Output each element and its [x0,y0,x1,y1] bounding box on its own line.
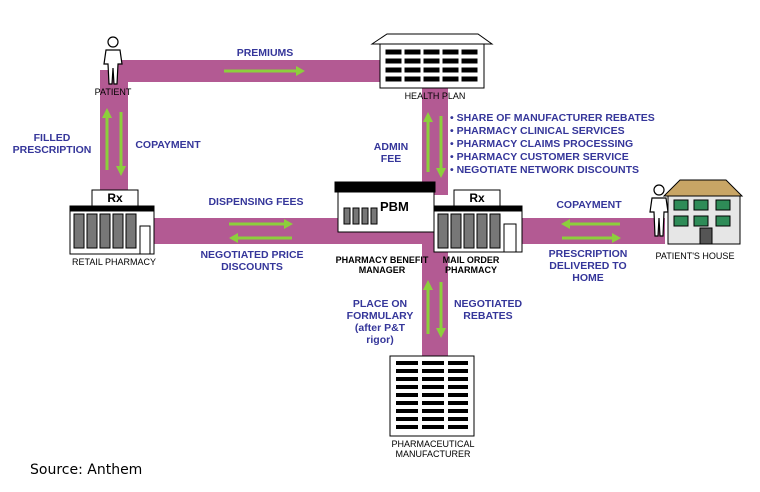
negotiated-price-discounts-label: NEGOTIATED PRICE DISCOUNTS [200,249,304,273]
negotiated-rebates-label: NEGOTIATED REBATES [453,298,523,322]
pbm-services-list: SHARE OF MANUFACTURER REBATES PHARMACY C… [450,112,655,177]
mail-order-label: MAIL ORDER PHARMACY [442,255,500,275]
arrow-copayment-right [561,219,620,229]
arrow-pbm-mfr-up [423,280,433,334]
arrow-patient-retail-down [116,112,126,176]
arrow-delivered [562,233,621,243]
manufacturer-label: PHARMACEUTICAL MANUFACTURER [391,439,475,459]
list-item: PHARMACY CLAIMS PROCESSING [450,138,655,151]
pipe-patient-retail [100,70,128,195]
mail-order-rx-sign: Rx [469,191,485,205]
arrow-healthplan-pbm-down [436,116,446,178]
pipe-healthplan-pbm [422,70,448,195]
health-plan-building-icon [370,33,494,89]
list-item: PHARMACY CLINICAL SERVICES [450,125,655,138]
list-item: PHARMACY CUSTOMER SERVICE [450,151,655,164]
copayment-right-label: COPAYMENT [556,199,622,211]
arrow-patient-retail-up [102,108,112,170]
premiums-label: PREMIUMS [236,47,294,59]
patient-figure-icon [103,36,123,85]
pbm-sign: PBM [380,199,409,214]
patients-house-label: PATIENT'S HOUSE [655,251,735,261]
prescription-delivered-label: PRESCRIPTION DELIVERED TO HOME [548,248,628,284]
pbm-building-icon [334,181,436,233]
retail-rx-sign: Rx [107,191,123,205]
mail-order-pharmacy-building-icon [433,189,523,253]
health-plan-label: HEALTH PLAN [404,91,466,101]
arrow-negotiated-price [229,233,292,243]
copayment-left-label: COPAYMENT [135,139,201,151]
flow-arrows [102,66,621,338]
pbm-label: PHARMACY BENEFIT MANAGER [335,255,429,275]
pipe-pbm-manufacturer [422,240,448,360]
filled-prescription-label: FILLED PRESCRIPTION [12,132,92,156]
admin-fee-label: ADMIN FEE [373,141,409,165]
place-on-formulary-label: PLACE ON FORMULARY (after P&T rigor) [346,298,414,346]
retail-pharmacy-building-icon [69,189,155,255]
manufacturer-building-icon [389,355,475,437]
arrow-dispensing-fees [229,219,293,229]
dispensing-fees-label: DISPENSING FEES [208,196,304,208]
retail-pharmacy-label: RETAIL PHARMACY [71,257,156,267]
arrow-pbm-mfr-down [436,282,446,338]
source-caption: Source: Anthem [30,462,143,478]
patient-label: PATIENT [94,87,132,97]
list-item: SHARE OF MANUFACTURER REBATES [450,112,655,125]
arrow-healthplan-pbm-up [423,112,433,172]
house-icon [662,179,744,245]
arrow-premiums [224,66,305,76]
list-item: NEGOTIATE NETWORK DISCOUNTS [450,164,655,177]
